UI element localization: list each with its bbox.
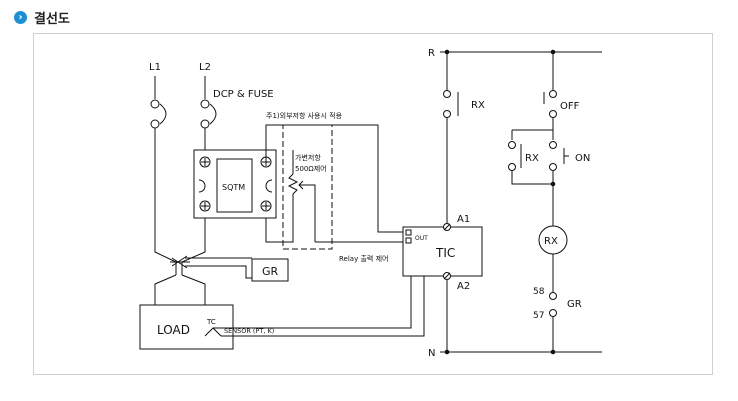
rx-coil-label: RX (544, 236, 558, 247)
out-label: OUT (415, 235, 428, 242)
gr-box (251, 258, 289, 282)
l2-load-wire (181, 218, 206, 275)
rx-hold-label: RX (525, 153, 539, 164)
load-box (139, 304, 234, 350)
chevron-right-icon: › (14, 10, 27, 24)
section-title: 결선도 (34, 11, 70, 27)
resistor-label-1: 가변저항 (295, 153, 321, 162)
tic-label: TIC (435, 246, 455, 260)
r-label: R (428, 48, 435, 59)
resistor-label-2: 500Ω제어 (295, 164, 327, 173)
sensor-label: SENSOR (PT, K) (224, 327, 274, 335)
off-label: OFF (560, 101, 580, 112)
ssr-label: SQTM (222, 183, 245, 192)
terminal-57: 57 (533, 311, 544, 321)
gr-box-label: GR (262, 265, 279, 278)
relay-note: Relay 출력 제어 (339, 254, 388, 263)
fuse-label: DCP & FUSE (213, 89, 274, 100)
l1-load-wire (154, 128, 177, 275)
section-header: › 결선도 (14, 7, 70, 27)
terminal-58: 58 (533, 287, 545, 297)
tc-label: TC (206, 318, 216, 326)
a1-label: A1 (457, 214, 470, 225)
n-label: N (428, 348, 435, 359)
l1-fuse (150, 76, 167, 150)
a2-label: A2 (457, 281, 470, 292)
l2-label: L2 (199, 62, 211, 73)
rx-contact-label: RX (471, 100, 485, 111)
external-resistor-note: 주1)외부저항 사용시 적용 (266, 111, 343, 120)
load-label: LOAD (157, 323, 190, 337)
l2-fuse (200, 76, 217, 150)
l1-label: L1 (149, 62, 161, 73)
external-resistor-box (282, 124, 333, 250)
tic-controller (402, 226, 483, 277)
gr-contact-label: GR (567, 299, 582, 310)
variable-resistor (287, 173, 299, 195)
on-label: ON (575, 153, 590, 164)
